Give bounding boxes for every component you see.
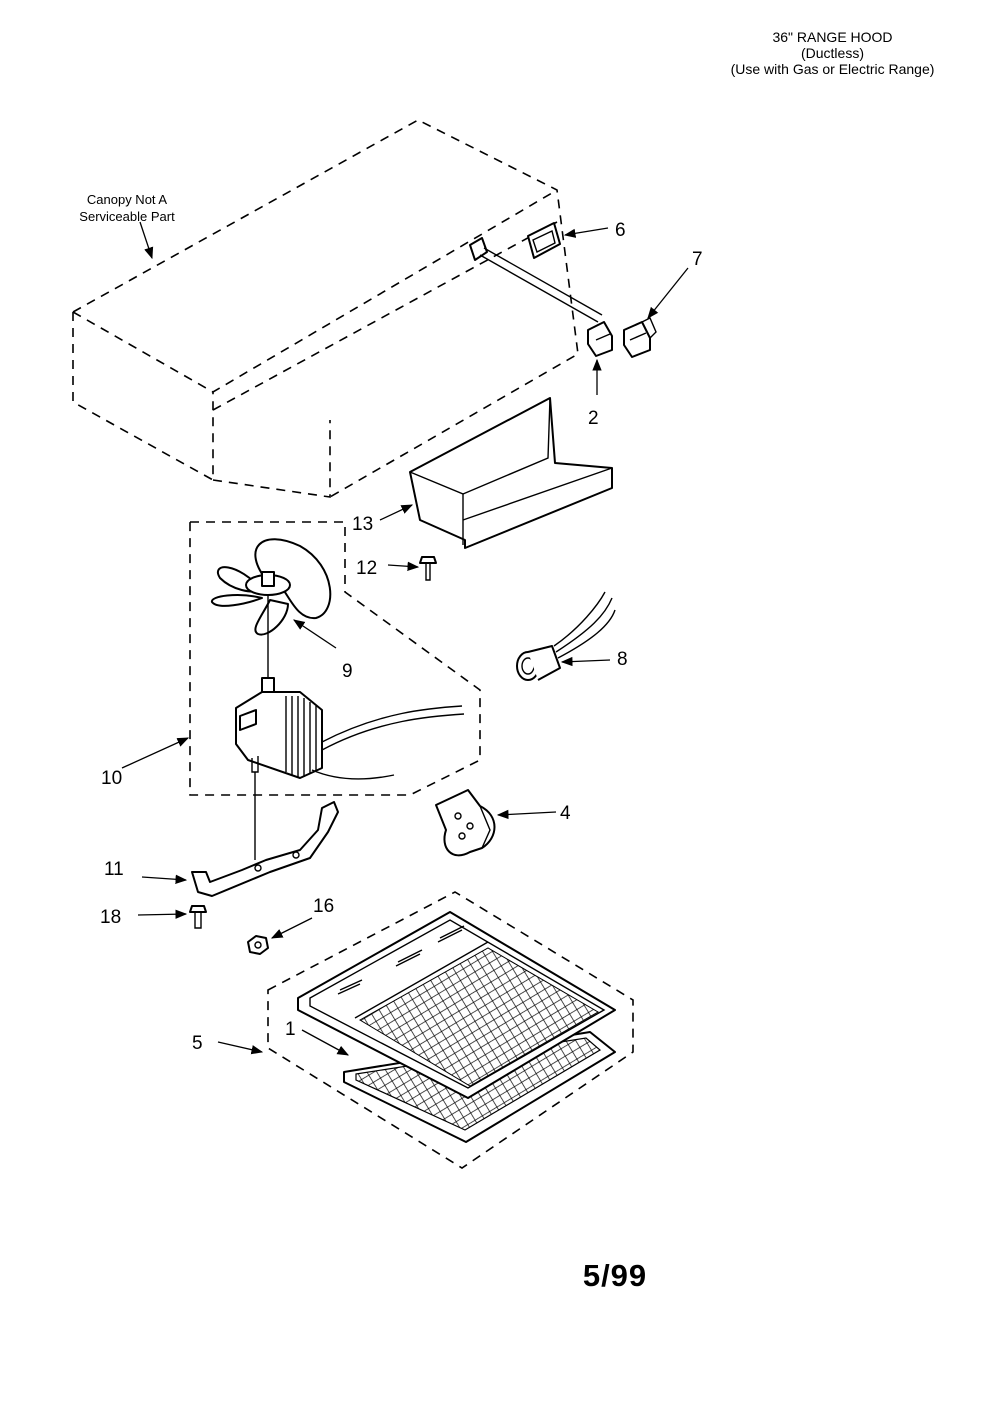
callout-13: 13 bbox=[352, 514, 373, 535]
grease-filter-part bbox=[297, 911, 616, 1099]
leader-8 bbox=[560, 656, 611, 667]
leader-18 bbox=[137, 909, 188, 919]
screw-18-part bbox=[189, 905, 207, 929]
leader-12 bbox=[387, 561, 420, 571]
canopy-leader bbox=[139, 221, 154, 260]
callout-6: 6 bbox=[615, 220, 626, 241]
revision-date: 5/99 bbox=[582, 1258, 648, 1293]
diagram-usage-note: (Use with Gas or Electric Range) bbox=[730, 61, 935, 77]
lamp-socket-part bbox=[516, 591, 616, 681]
switch-bracket-part bbox=[469, 237, 603, 323]
nut-part bbox=[247, 935, 269, 955]
leader-11 bbox=[141, 874, 188, 884]
canopy-note: Canopy Not A Serviceable Part bbox=[52, 191, 202, 225]
diagram-title-block: 36" RANGE HOOD (Ductless) (Use with Gas … bbox=[700, 29, 965, 77]
callout-10: 10 bbox=[101, 768, 122, 789]
callout-2: 2 bbox=[588, 408, 599, 429]
canopy-note-line2: Serviceable Part bbox=[79, 209, 175, 224]
leader-13 bbox=[379, 504, 414, 521]
callout-9: 9 bbox=[342, 661, 353, 682]
leader-6 bbox=[563, 227, 609, 238]
callout-16: 16 bbox=[313, 896, 334, 917]
leader-9 bbox=[293, 619, 337, 649]
callout-4: 4 bbox=[560, 803, 571, 824]
callout-11: 11 bbox=[104, 859, 124, 880]
leader-5 bbox=[217, 1041, 264, 1055]
canopy-note-line1: Canopy Not A bbox=[86, 192, 168, 207]
leader-16 bbox=[270, 917, 313, 939]
diagram-title: 36" RANGE HOOD bbox=[772, 29, 893, 45]
callout-5: 5 bbox=[192, 1033, 203, 1054]
screw-12-part bbox=[419, 556, 437, 581]
callout-18: 18 bbox=[100, 907, 121, 928]
callout-12: 12 bbox=[356, 558, 377, 579]
callout-1: 1 bbox=[285, 1019, 296, 1040]
diagram-subtitle: (Ductless) bbox=[800, 45, 864, 61]
leader-4 bbox=[496, 809, 557, 820]
motor-bracket-part bbox=[191, 801, 339, 897]
leader-1 bbox=[301, 1029, 350, 1056]
lamp-bracket-part bbox=[435, 789, 496, 857]
light-lens-part bbox=[527, 222, 561, 259]
canopy-outline bbox=[72, 119, 579, 498]
callout-7: 7 bbox=[692, 249, 703, 270]
filter-kit-outline bbox=[267, 891, 634, 1169]
leader-10 bbox=[121, 737, 190, 769]
callout-8: 8 bbox=[617, 649, 628, 670]
motor-assembly-outline bbox=[189, 521, 481, 796]
fan-motor-part bbox=[235, 677, 465, 780]
blower-housing-part bbox=[409, 397, 613, 549]
fan-blade-part bbox=[211, 538, 332, 636]
rocker-switch-part bbox=[623, 317, 657, 358]
leader-7 bbox=[647, 267, 689, 319]
switch-part bbox=[587, 321, 613, 357]
